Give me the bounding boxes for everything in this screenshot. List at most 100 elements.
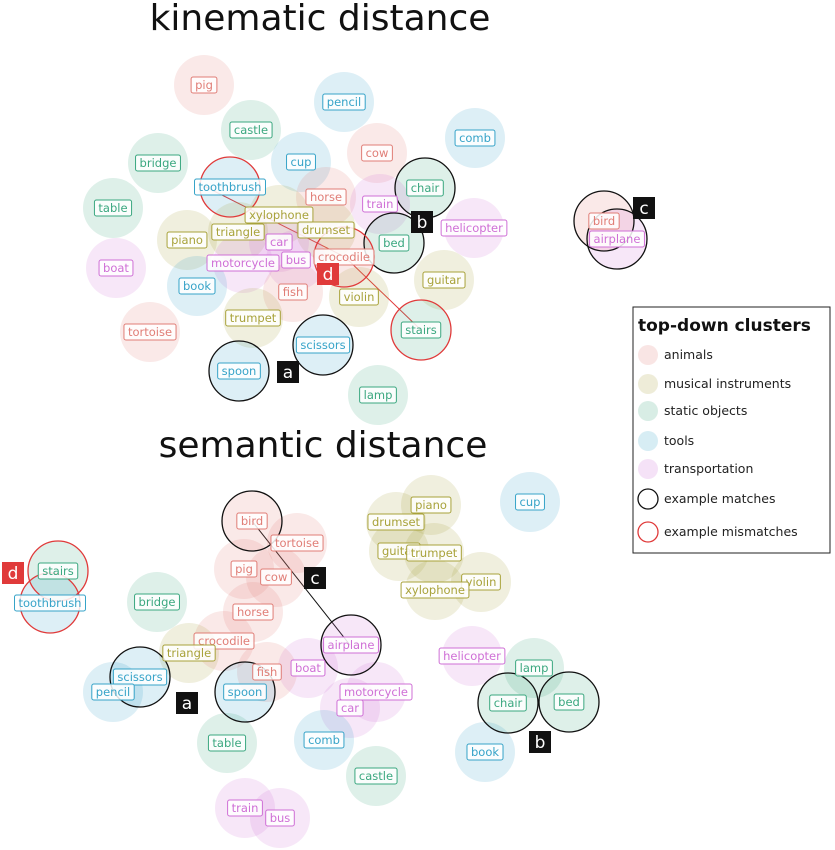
legend-label: static objects xyxy=(664,403,747,418)
label-box xyxy=(553,693,585,711)
label-box xyxy=(265,233,293,251)
label-text: spoon xyxy=(222,364,257,378)
label-box xyxy=(588,212,620,230)
kinematic-label-bed: bed xyxy=(378,234,410,252)
label-box xyxy=(135,154,181,172)
label-text: helicopter xyxy=(443,649,501,663)
label-text: chair xyxy=(411,181,440,195)
marker-box xyxy=(317,263,339,285)
legend-label: example mismatches xyxy=(664,524,798,539)
kinematic-label-bus: bus xyxy=(281,251,311,269)
semantic-marker-d: d xyxy=(2,562,24,584)
semantic-match-ring-bed xyxy=(538,671,600,733)
label-text: bridge xyxy=(140,156,177,170)
label-text: lamp xyxy=(520,661,549,675)
marker-text: c xyxy=(639,199,648,219)
label-box xyxy=(438,647,506,665)
label-box xyxy=(260,568,292,586)
label-box xyxy=(410,496,452,514)
label-text: pig xyxy=(235,562,253,576)
label-box xyxy=(313,248,375,266)
kinematic-match-ring-spoon xyxy=(208,340,270,402)
label-text: fish xyxy=(283,285,304,299)
kinematic-label-triangle: triangle xyxy=(211,223,265,241)
semantic-label-car: car xyxy=(336,699,364,717)
label-box xyxy=(232,603,274,621)
kinematic-label-bird: bird xyxy=(588,212,620,230)
kinematic-mismatch-ring-stairs xyxy=(390,299,452,361)
label-text: drumset xyxy=(372,515,421,529)
semantic-label-triangle: triangle xyxy=(162,644,216,662)
label-text: helicopter xyxy=(445,221,503,235)
label-box xyxy=(223,683,267,701)
label-text: comb xyxy=(308,733,340,747)
label-text: violin xyxy=(466,575,497,589)
semantic-label-stairs: stairs xyxy=(37,562,79,580)
legend-entry-transportation: transportation xyxy=(638,459,753,479)
legend-ring xyxy=(637,488,659,510)
label-box xyxy=(286,153,316,171)
legend-label: example matches xyxy=(664,491,776,506)
label-box xyxy=(290,659,326,677)
legend-label: tools xyxy=(664,433,694,448)
semantic-label-castle: castle xyxy=(354,767,398,785)
label-box xyxy=(37,562,79,580)
label-text: bus xyxy=(286,253,307,267)
marker-text: b xyxy=(417,213,428,233)
label-text: guitar xyxy=(427,273,461,287)
semantic-panel-title: semantic distance xyxy=(159,425,488,466)
label-text: horse xyxy=(237,605,269,619)
kinematic-label-stairs: stairs xyxy=(400,321,442,339)
semantic-label-toothbrush: toothbrush xyxy=(14,594,86,612)
kinematic-label-horse: horse xyxy=(305,188,347,206)
marker-text: b xyxy=(535,733,546,753)
semantic-label-helicopter: helicopter xyxy=(438,647,506,665)
kinematic-label-lamp: lamp xyxy=(359,386,397,404)
label-box xyxy=(225,309,281,327)
label-box xyxy=(178,277,216,295)
label-text: xylophone xyxy=(405,583,465,597)
semantic-label-lamp: lamp xyxy=(515,659,553,677)
semantic-label-drumset: drumset xyxy=(367,513,425,531)
kinematic-label-pencil: pencil xyxy=(322,93,366,111)
semantic-label-cup: cup xyxy=(515,493,545,511)
label-box xyxy=(400,321,442,339)
label-box xyxy=(367,513,425,531)
label-text: stairs xyxy=(42,564,73,578)
label-text: table xyxy=(98,201,127,215)
label-text: pig xyxy=(195,78,213,92)
label-box xyxy=(489,694,527,712)
kinematic-label-cow: cow xyxy=(361,144,393,162)
label-box xyxy=(305,188,347,206)
label-box xyxy=(123,323,177,341)
kinematic-label-scissors: scissors xyxy=(295,336,351,354)
semantic-label-xylophone: xylophone xyxy=(400,581,470,599)
label-box xyxy=(297,221,355,239)
kinematic-label-chair: chair xyxy=(406,179,444,197)
legend-box xyxy=(632,306,831,554)
label-box xyxy=(265,809,295,827)
semantic-label-table: table xyxy=(207,734,247,752)
label-text: trumpet xyxy=(411,546,458,560)
label-box xyxy=(323,636,379,654)
semantic-match-ring-airplane xyxy=(320,614,382,676)
label-text: spoon xyxy=(228,685,263,699)
semantic-marker-a: a xyxy=(176,692,198,714)
label-text: chair xyxy=(494,696,523,710)
label-box xyxy=(194,178,266,196)
legend-entry-example-matches: example matches xyxy=(637,488,776,510)
semantic-label-fish: fish xyxy=(252,663,282,681)
semantic-label-cow: cow xyxy=(260,568,292,586)
semantic-label-book: book xyxy=(466,743,504,761)
label-box xyxy=(589,230,645,248)
kinematic-link-mismatch xyxy=(343,255,422,331)
label-text: crocodile xyxy=(318,250,370,264)
semantic-label-motorcycle: motorcycle xyxy=(339,683,413,701)
label-box xyxy=(359,386,397,404)
legend-title: top-down clusters xyxy=(638,316,811,336)
semantic-label-bridge: bridge xyxy=(134,593,180,611)
legend-swatch xyxy=(638,401,658,421)
kinematic-marker-d: d xyxy=(317,263,339,285)
semantic-label-piano: piano xyxy=(410,496,452,514)
